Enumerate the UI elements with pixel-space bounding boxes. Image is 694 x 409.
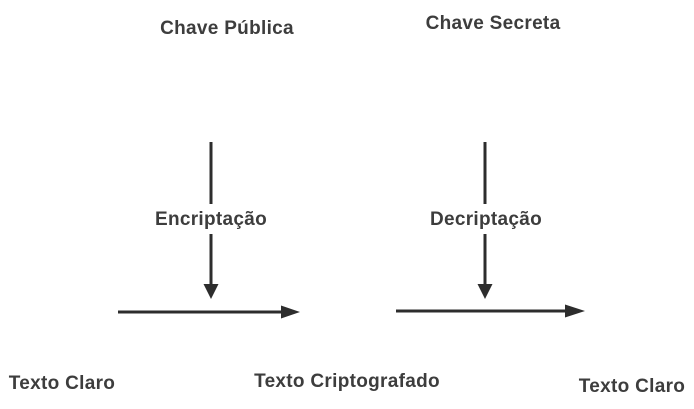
decrypt-flow-arrow xyxy=(396,304,585,318)
plaintext-left-label: Texto Claro xyxy=(8,373,116,394)
ciphertext-label: Texto Criptografado xyxy=(254,371,440,392)
public-key-label: Chave Pública xyxy=(160,18,294,39)
decryption-key-arrow xyxy=(477,142,493,299)
encryption-key-arrow xyxy=(203,142,219,299)
decryption-process-label: Decriptação xyxy=(429,209,543,230)
plaintext-right-label: Texto Claro xyxy=(578,376,686,397)
secret-key-label: Chave Secreta xyxy=(425,13,561,34)
encrypt-flow-arrow xyxy=(118,305,300,319)
encryption-process-label: Encriptação xyxy=(154,209,268,230)
